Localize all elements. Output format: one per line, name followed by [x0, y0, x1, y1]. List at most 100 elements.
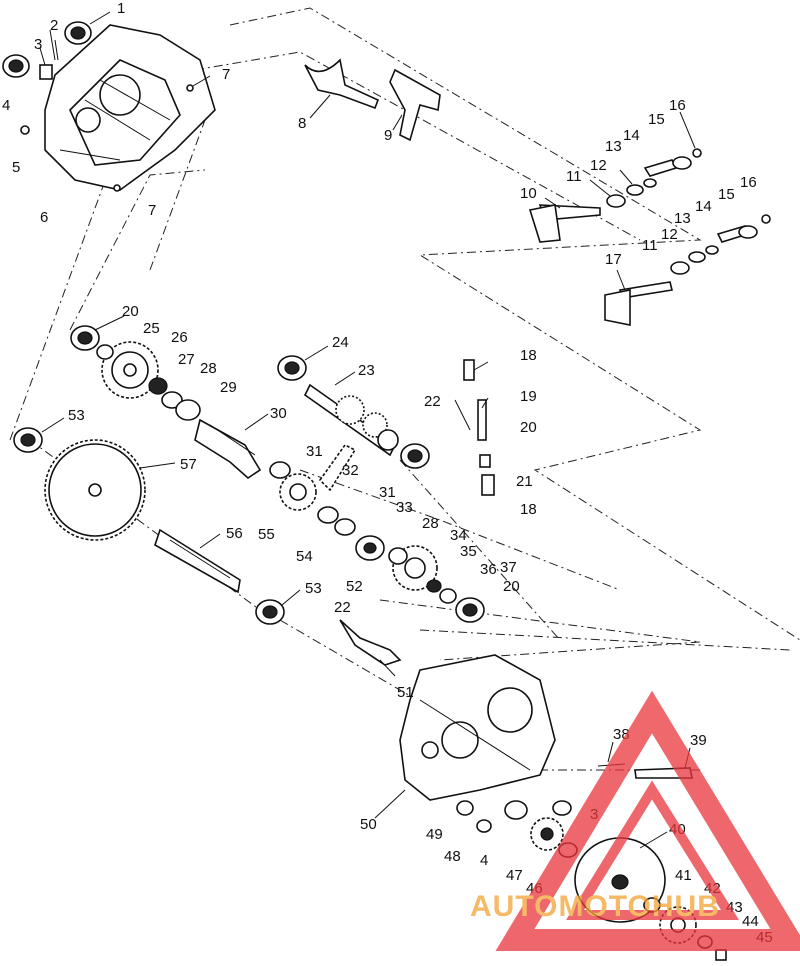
callout-label: 7: [222, 66, 230, 83]
callout-label: 25: [143, 320, 160, 337]
right-housing-50: [399, 654, 556, 801]
callout-label: 10: [520, 185, 537, 202]
callout-labels: 1 2 3 4 5 6 7 7 8 9 10 11 12 13 14 15 16…: [2, 0, 773, 946]
callout-label: 11: [566, 168, 582, 185]
bearing-20-lower: [455, 597, 485, 623]
callout-label: 1: [117, 0, 125, 17]
callout-label: 2: [50, 17, 58, 34]
shaft-56: [154, 528, 241, 594]
washers-27-29: [148, 377, 201, 421]
callout-label: 47: [506, 867, 523, 884]
callout-label: 5: [12, 159, 20, 176]
ring-31-upper: [269, 461, 291, 479]
shift-shaft-10: [528, 148, 702, 243]
callout-label: 7: [148, 202, 156, 219]
seal-1: [64, 21, 92, 45]
large-gear-57: [44, 439, 146, 541]
callout-label: 22: [424, 393, 441, 410]
callout-label: 16: [740, 174, 757, 191]
callout-label: 19: [520, 388, 537, 405]
callout-label: 51: [397, 684, 414, 701]
callout-label: 57: [180, 456, 197, 473]
shift-shaft-17: [604, 214, 771, 326]
callout-label: 30: [270, 405, 287, 422]
callout-label: 27: [178, 351, 195, 368]
callout-label: 13: [605, 138, 622, 155]
callout-label: 48: [444, 848, 461, 865]
bearing-20-right: [400, 443, 430, 469]
callout-label: 16: [669, 97, 686, 114]
watermark-triangle-icon: [495, 690, 800, 951]
callout-label: 31: [379, 484, 396, 501]
hub-52: [355, 535, 385, 561]
detent-assembly: [454, 359, 495, 496]
bearing-53-left: [13, 427, 43, 453]
watermark-inner-triangle-icon: [566, 780, 740, 920]
callout-label: 32: [342, 462, 359, 479]
callout-label: 11: [642, 237, 658, 254]
washers-35-37: [426, 579, 457, 604]
callout-label: 26: [171, 329, 188, 346]
callout-label: 52: [346, 578, 363, 595]
callout-label: 13: [674, 210, 691, 227]
washer-25: [96, 344, 114, 360]
callout-label: 34: [450, 527, 467, 544]
callout-label: 12: [661, 226, 678, 243]
callout-label: 53: [305, 580, 322, 597]
callout-label: 31: [306, 443, 323, 460]
watermark: AUTOMOTOHUB: [470, 690, 800, 951]
callout-label: 37: [500, 559, 517, 576]
callout-label: 14: [695, 198, 712, 215]
callout-label: 12: [590, 157, 607, 174]
callout-label: 8: [298, 115, 306, 132]
callout-label: 50: [360, 816, 377, 833]
callout-label: 15: [718, 186, 735, 203]
callout-label: 29: [220, 379, 237, 396]
plug-48: [476, 819, 492, 833]
callout-label: 17: [605, 251, 622, 268]
gear-55: [279, 473, 317, 511]
callout-label: 23: [358, 362, 375, 379]
callout-label: 28: [422, 515, 439, 532]
gear-34: [388, 545, 438, 591]
callout-label: 4: [2, 97, 10, 114]
gear-26: [101, 341, 159, 399]
bearing-53-lower: [255, 599, 285, 625]
bolt-parts-top-left: [20, 39, 194, 192]
callout-label: 20: [503, 578, 520, 595]
left-housing-cover: [44, 24, 216, 191]
callout-label: 56: [226, 525, 243, 542]
callout-label: 18: [520, 501, 537, 518]
shaft-23: [303, 383, 399, 457]
callout-label: 18: [520, 347, 537, 364]
sprocket-47: [530, 817, 564, 851]
callout-label: 39: [690, 732, 707, 749]
callout-label: 9: [384, 127, 392, 144]
shift-fork-9: [389, 68, 441, 142]
callout-label: 54: [296, 548, 313, 565]
callout-label: 6: [40, 209, 48, 226]
callout-label: 24: [332, 334, 349, 351]
callout-label: 14: [623, 127, 640, 144]
ring-54-and-31: [317, 506, 356, 536]
washer-4-lower: [504, 800, 528, 820]
callout-label: 20: [520, 419, 537, 436]
callout-label: 36: [480, 561, 497, 578]
callout-label: 53: [68, 407, 85, 424]
seal-4: [2, 54, 30, 78]
chain-32: [318, 443, 357, 492]
callout-label: 49: [426, 826, 443, 843]
callout-label: 4: [480, 852, 488, 869]
shift-fork-8: [304, 58, 380, 110]
callout-label: 28: [200, 360, 217, 377]
callout-label: 15: [648, 111, 665, 128]
watermark-brand: AUTOMOTOHUB: [470, 890, 720, 923]
callout-label: 35: [460, 543, 477, 560]
shaft-30: [194, 418, 262, 480]
clip-51: [339, 619, 402, 666]
bearing-20-top: [70, 325, 100, 351]
callout-label: 22: [334, 599, 351, 616]
callout-label: 41: [675, 867, 692, 884]
